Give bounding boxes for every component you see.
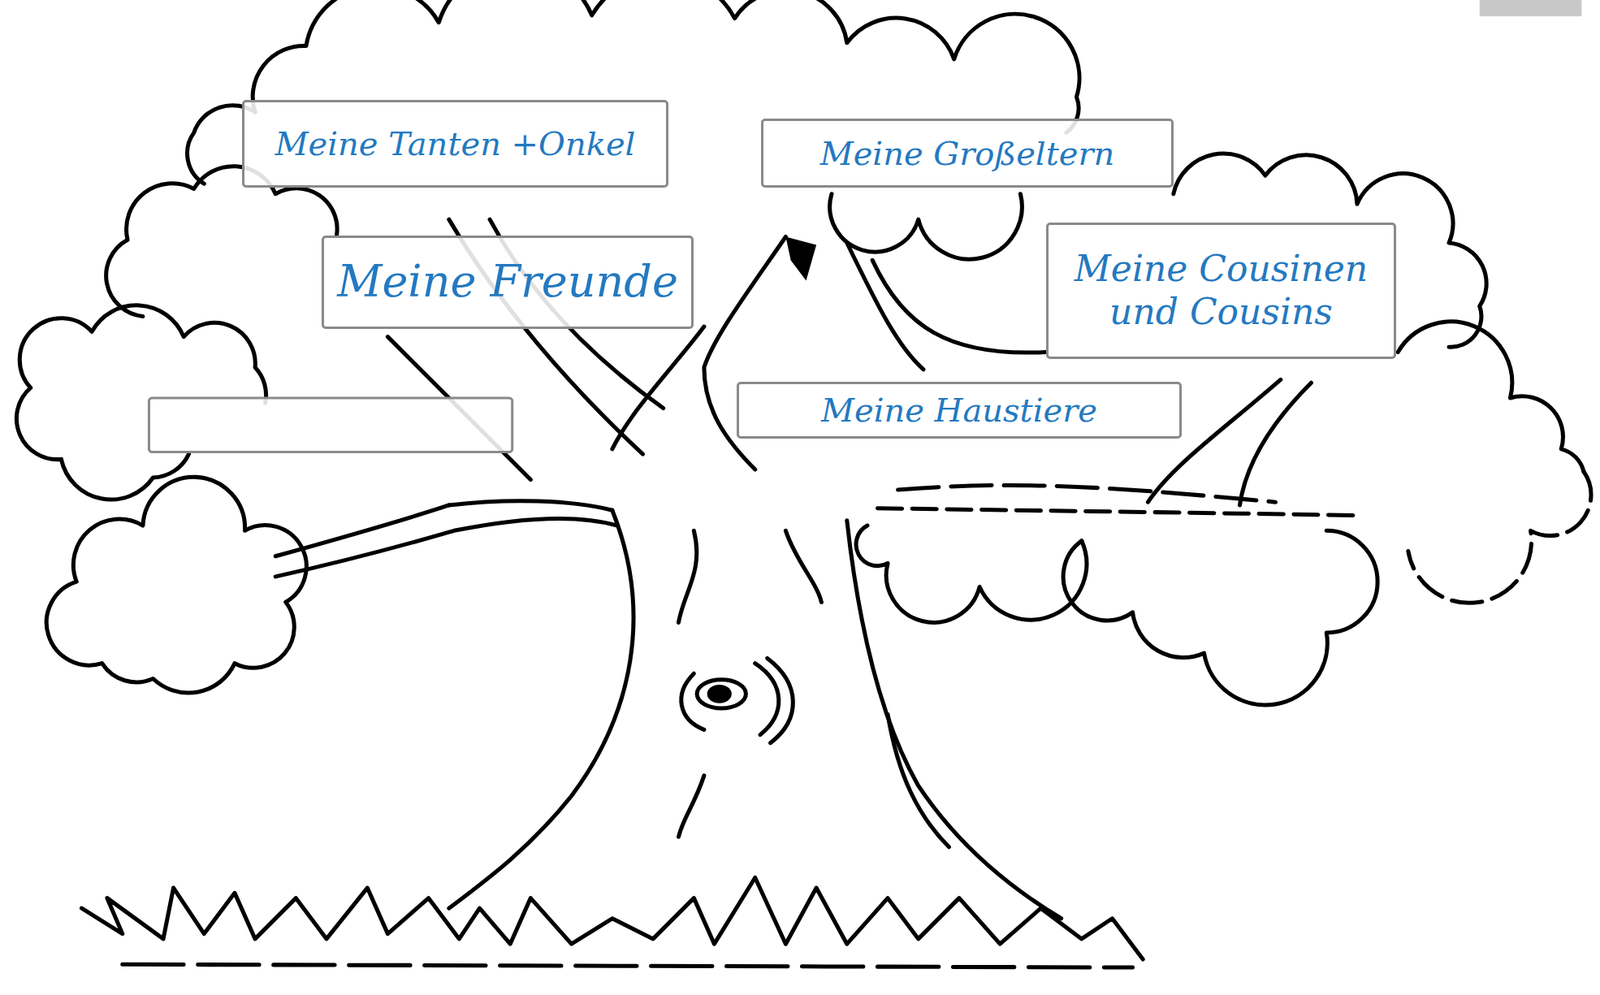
box-label: Meine Cousinen und Cousins bbox=[1058, 247, 1384, 334]
knot-hole bbox=[709, 687, 730, 702]
trunk-right bbox=[847, 520, 1062, 919]
branch bbox=[898, 484, 1276, 502]
knot-ring bbox=[755, 663, 779, 736]
branch-fork bbox=[785, 236, 817, 281]
label-box: Meine Cousinen und Cousins bbox=[1046, 222, 1397, 359]
corner-icon bbox=[1479, 0, 1583, 17]
knot-hole bbox=[696, 679, 746, 709]
branch bbox=[847, 242, 924, 370]
box-label: Meine Freunde bbox=[337, 255, 679, 309]
bark-line bbox=[785, 530, 822, 602]
cloud-center bbox=[830, 194, 1023, 260]
cloud-right-2 bbox=[1397, 321, 1584, 472]
trunk-left bbox=[449, 510, 634, 909]
box-label: Meine Großeltern bbox=[820, 134, 1116, 173]
branch bbox=[872, 259, 1047, 353]
knot-ring bbox=[681, 673, 705, 730]
label-box: Meine Haustiere bbox=[736, 381, 1182, 439]
label-box: Meine Großeltern bbox=[761, 118, 1174, 188]
cloud-right-2b bbox=[1408, 471, 1592, 603]
empty-box bbox=[148, 397, 512, 453]
branch bbox=[612, 326, 705, 450]
ground-line bbox=[122, 964, 1133, 968]
bark-line bbox=[887, 713, 949, 847]
bark-line bbox=[678, 530, 697, 623]
cloud-left-2b bbox=[60, 454, 189, 500]
branch bbox=[275, 505, 450, 557]
cloud-left-1 bbox=[106, 166, 338, 317]
cloud-left-3 bbox=[46, 476, 307, 693]
knot-ring bbox=[767, 657, 794, 743]
branch bbox=[1239, 382, 1311, 506]
label-box: Meine Tanten +Onkel bbox=[242, 99, 669, 188]
bark-line bbox=[678, 775, 704, 837]
branch bbox=[877, 508, 1357, 516]
cloud-right-3 bbox=[1063, 530, 1378, 705]
grass bbox=[82, 877, 1144, 960]
box-label: Meine Haustiere bbox=[821, 390, 1098, 430]
box-label: Meine Tanten +Onkel bbox=[275, 124, 636, 164]
label-box: Meine Freunde bbox=[321, 235, 694, 329]
branch bbox=[275, 518, 618, 577]
branch bbox=[449, 501, 613, 511]
cloud-right-4 bbox=[856, 525, 1087, 623]
